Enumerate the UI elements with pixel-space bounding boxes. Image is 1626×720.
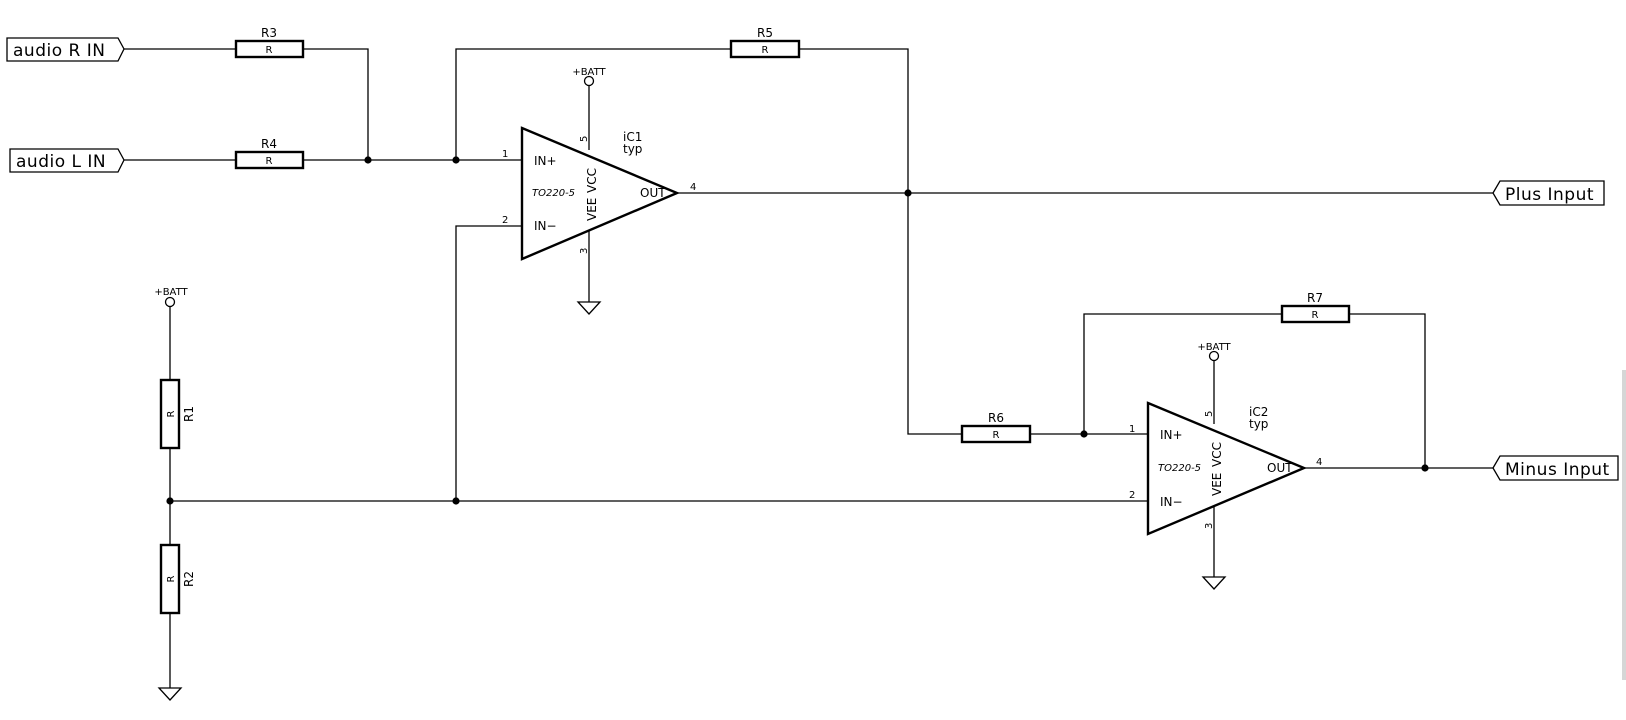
power-batt-ic2: +BATT [1197,342,1232,362]
pin-number: 1 [1129,424,1135,435]
port-label: Minus Input [1505,460,1610,480]
resistor-ref: R2 [182,571,196,587]
wires [124,48,1493,688]
ic-package: TO220-5 [532,188,575,199]
resistor-r2[interactable]: R R2 [159,543,196,615]
pin-number: 2 [1129,490,1135,501]
pin-vee-label: VEE [1210,473,1224,496]
ground-icon [576,301,602,315]
resistor-ref: R4 [261,137,277,151]
pin-vcc-label: VCC [1210,442,1224,467]
resistor-value: R [762,45,769,56]
port-label: Plus Input [1505,185,1594,205]
resistor-value: R [993,430,1000,441]
junction [1080,430,1088,438]
pin-in-plus-label: IN+ [534,154,557,168]
pin-number: 4 [690,182,696,193]
ic-ref: iC1 [623,130,642,144]
batt-label: +BATT [1197,342,1231,353]
ic-ref: iC2 [1249,405,1268,419]
junction [904,189,912,197]
pin-number: 5 [1204,411,1215,417]
resistor-r4[interactable]: R4 R [234,137,305,170]
junction [452,497,460,505]
resistor-r3[interactable]: R3 R [234,26,305,59]
resistor-r1[interactable]: R R1 [159,378,196,450]
pin-number: 3 [579,248,590,254]
batt-label: +BATT [572,67,606,78]
pin-out-label: OUT [1267,461,1293,475]
resistor-r6[interactable]: R6 R [960,411,1032,444]
pin-out-label: OUT [640,186,666,200]
resistor-value: R [266,45,273,56]
resistor-ref: R1 [182,406,196,422]
power-batt-divider: +BATT [154,287,189,308]
resistor-ref: R3 [261,26,277,40]
ground-icon [1201,576,1227,590]
pin-number: 3 [1204,523,1215,529]
power-batt-ic1: +BATT [572,67,607,87]
ic-value: typ [623,142,642,156]
pin-in-plus-label: IN+ [1160,428,1183,442]
junction [1421,464,1429,472]
resistor-ref: R7 [1307,291,1323,305]
junction [364,156,372,164]
pin-number: 2 [502,215,508,226]
resistor-ref: R6 [988,411,1004,425]
ic-package: TO220-5 [1158,463,1201,474]
resistor-value: R [166,575,177,582]
resistor-r5[interactable]: R5 R [729,26,801,59]
resistor-value: R [1312,310,1319,321]
batt-label: +BATT [154,287,188,298]
ground-icon [157,687,183,701]
pin-vee-label: VEE [585,198,599,221]
pin-vcc-label: VCC [585,168,599,193]
port-audio-r-in[interactable]: audio R IN [6,37,125,62]
resistor-value: R [266,156,273,167]
port-plus-input[interactable]: Plus Input [1492,180,1605,206]
ic-value: typ [1249,417,1268,431]
port-minus-input[interactable]: Minus Input [1492,455,1619,481]
junction-dots [166,156,1429,505]
port-audio-l-in[interactable]: audio L IN [9,148,125,173]
junction [166,497,174,505]
resistor-value: R [166,410,177,417]
opamp-ic2[interactable]: iC2 typ IN+ IN− OUT TO220-5 VCC VEE 1 2 … [1129,401,1322,536]
opamp-ic1[interactable]: iC1 typ IN+ IN− OUT TO220-5 VCC VEE 1 2 … [502,126,696,261]
junction [452,156,460,164]
port-label: audio L IN [16,152,106,172]
pin-in-minus-label: IN− [534,219,557,233]
port-label: audio R IN [13,41,105,61]
resistor-r7[interactable]: R7 R [1280,291,1351,324]
pin-number: 5 [579,136,590,142]
resistor-ref: R5 [757,26,773,40]
pin-number: 4 [1316,457,1322,468]
pin-number: 1 [502,149,508,160]
vertical-scrollbar[interactable] [1622,370,1626,680]
pin-in-minus-label: IN− [1160,495,1183,509]
